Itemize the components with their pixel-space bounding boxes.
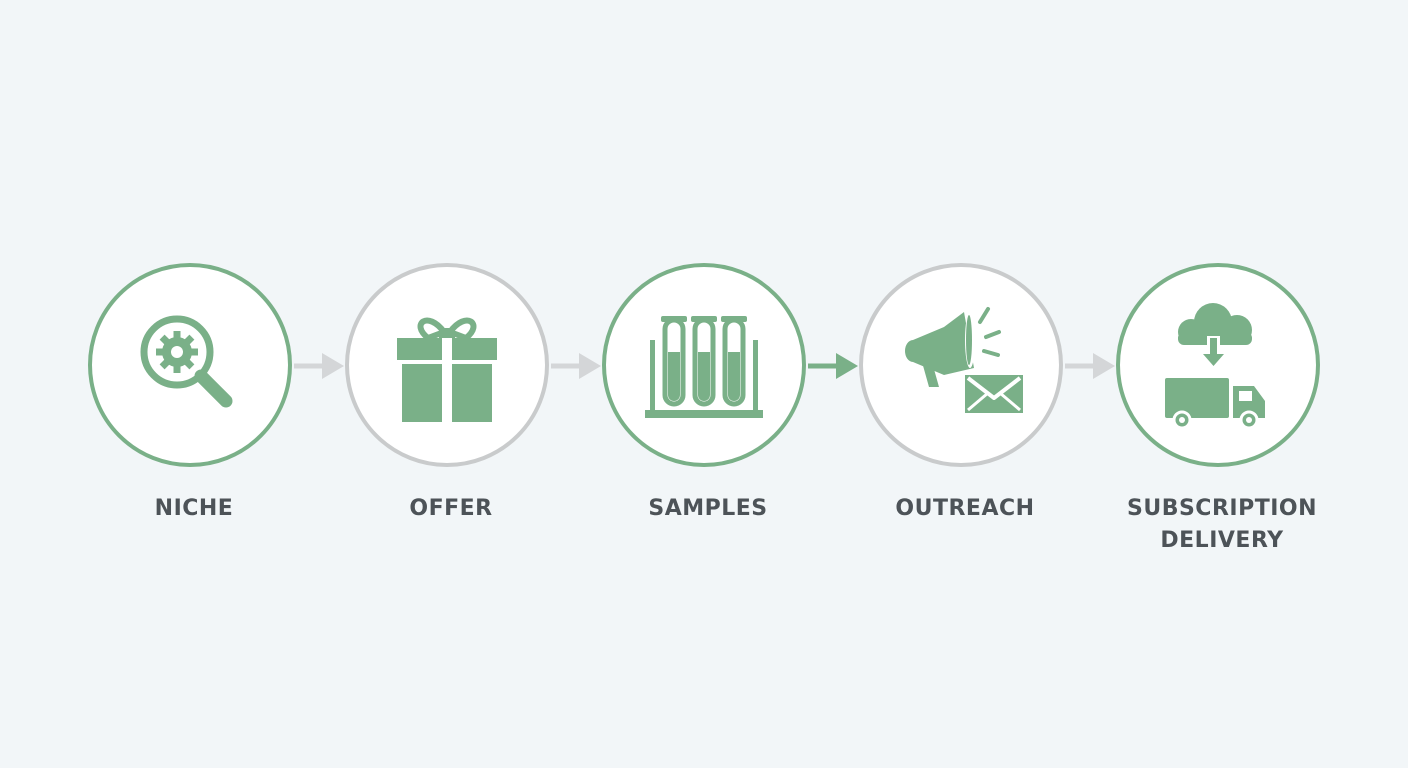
step-circle: SAMPLES	[602, 263, 806, 521]
cloud-truck-icon	[1165, 303, 1265, 430]
arrow-right-icon	[1065, 353, 1115, 379]
step-label: SUBSCRIPTION DELIVERY	[1126, 496, 1318, 553]
step-niche: NICHE	[88, 263, 292, 521]
step-label: SAMPLES	[648, 496, 768, 521]
step-label: NICHE	[154, 496, 234, 521]
gift-box-icon	[397, 317, 497, 422]
test-tubes-icon	[645, 316, 763, 418]
arrow-right-icon	[808, 353, 858, 379]
step-circle: SUBSCRIPTION DELIVERY	[1116, 263, 1320, 553]
step-subscription-delivery: SUBSCRIPTION DELIVERY	[1116, 263, 1320, 553]
step-outreach: OUTREACH	[859, 263, 1063, 521]
megaphone-envelope-icon	[905, 307, 1023, 413]
arrow-right-icon	[551, 353, 601, 379]
step-samples: SAMPLES	[602, 263, 806, 521]
magnifier-gear-icon	[140, 315, 233, 408]
step-label: OFFER	[409, 496, 493, 521]
step-offer: OFFER	[345, 263, 549, 521]
step-label: OUTREACH	[895, 496, 1035, 521]
step-circle: OFFER	[345, 263, 549, 521]
arrow-right-icon	[294, 353, 344, 379]
step-circle: NICHE	[88, 263, 292, 521]
step-circle: OUTREACH	[859, 263, 1063, 521]
